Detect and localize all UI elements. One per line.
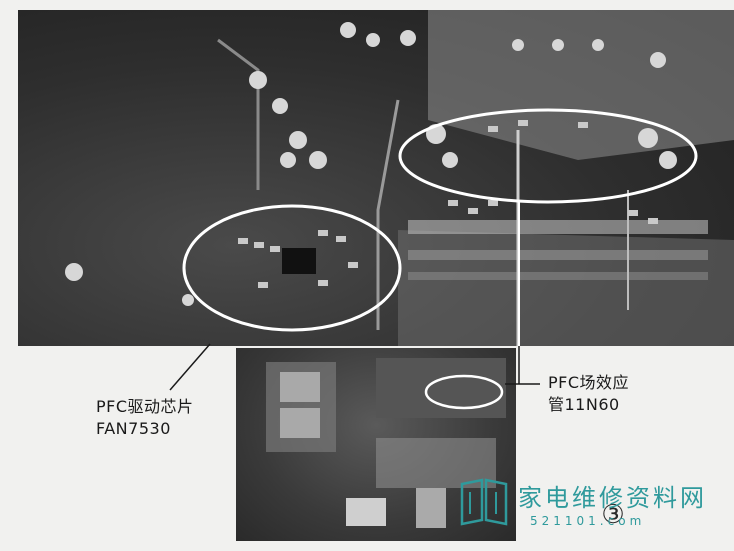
pfc-driver-label: PFC驱动芯片 FAN7530: [96, 397, 194, 438]
watermark-text: 家电维修资料网: [518, 484, 707, 512]
book-logo-icon: [460, 478, 508, 526]
pfc-mosfet-label: PFC场效应 管11N60: [548, 373, 630, 414]
figure-number: ③: [601, 500, 625, 530]
inset-board-art: [266, 358, 506, 528]
inset-board-photo: [236, 348, 516, 541]
circuit-board-art: [65, 10, 734, 346]
watermark: 家电维修资料网 521101.com: [456, 474, 728, 530]
circuit-board-photo: [18, 10, 734, 346]
watermark-url: 521101.com: [530, 514, 646, 528]
